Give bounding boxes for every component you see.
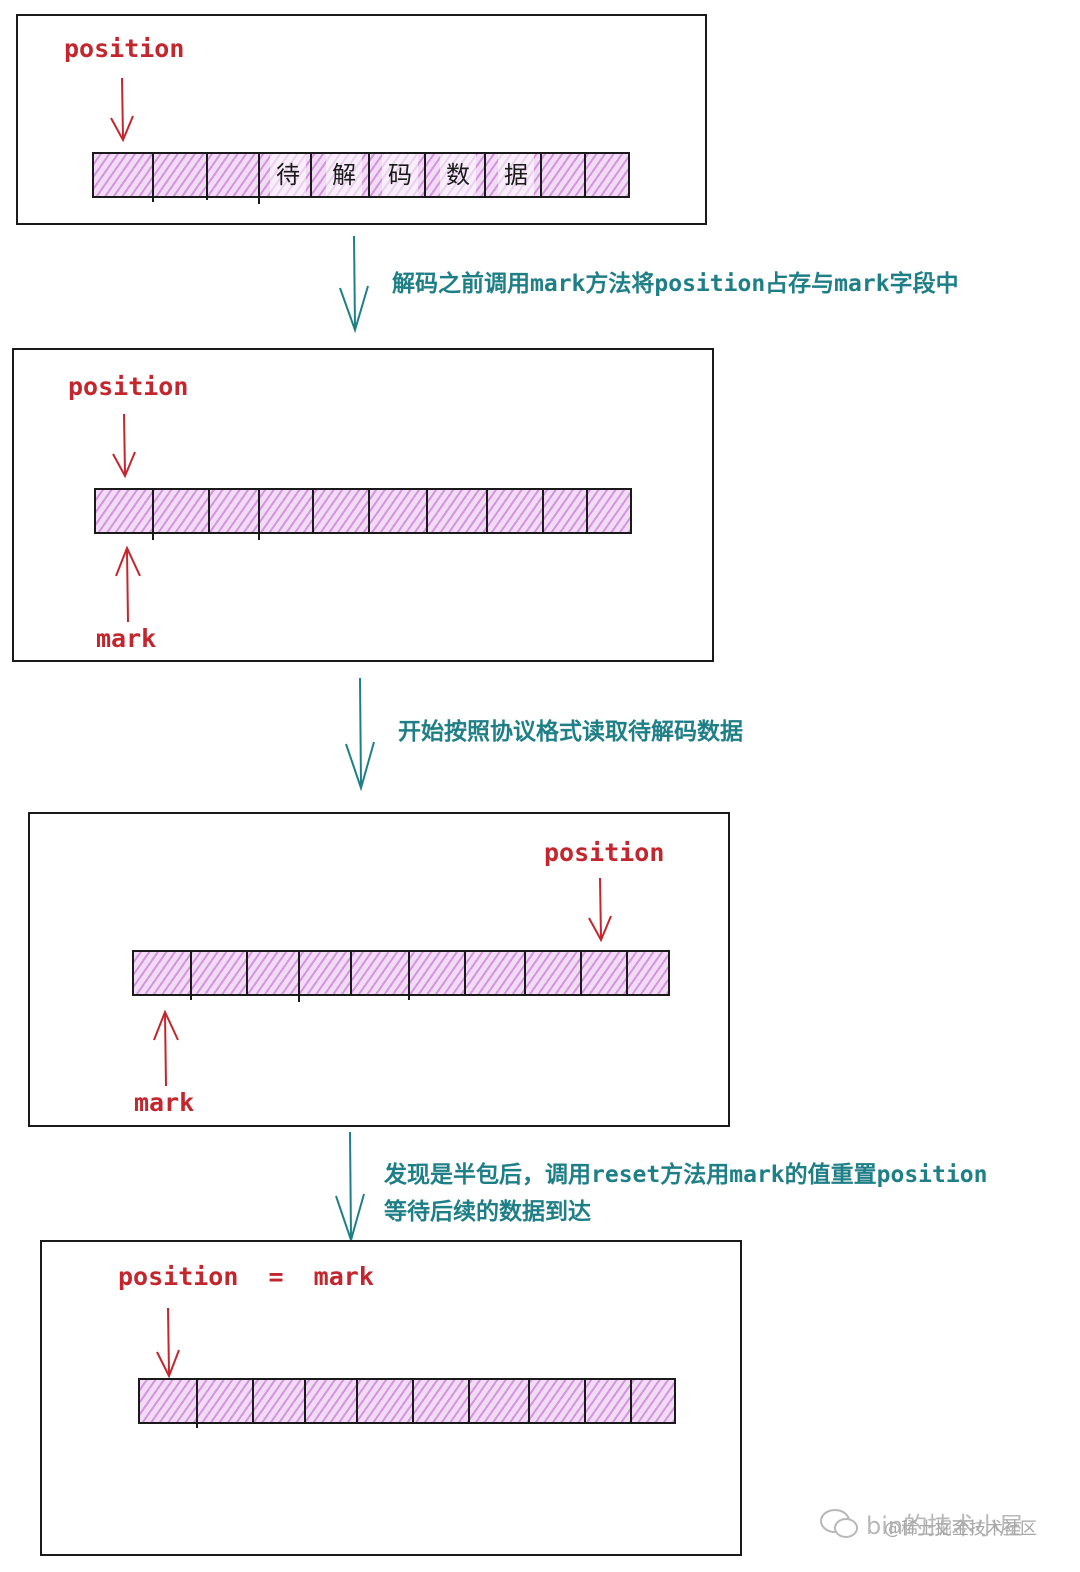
position-arrow-icon bbox=[156, 1307, 180, 1379]
position-label: position bbox=[68, 372, 189, 401]
mark-label: mark bbox=[134, 1088, 195, 1117]
step-1-text: 解码之前调用mark方法将position占存与mark字段中 bbox=[392, 271, 959, 297]
watermark: bin的技术小屋 bbox=[866, 1512, 1024, 1540]
position-arrow-icon bbox=[112, 413, 136, 479]
cell-text: 码 bbox=[382, 154, 418, 196]
step-arrow-icon bbox=[339, 235, 369, 334]
buffer-bar bbox=[132, 950, 670, 1002]
step-3-text-line2: 等待后续的数据到达 bbox=[384, 1199, 591, 1225]
step-2-text: 开始按照协议格式读取待解码数据 bbox=[398, 719, 743, 745]
position-arrow-icon bbox=[110, 77, 134, 143]
step-arrow-icon bbox=[335, 1131, 365, 1244]
position-equals-mark-label: position = mark bbox=[118, 1262, 374, 1291]
panel-initial: position 待 解 码 数 据 bbox=[16, 14, 707, 225]
cell-text: 解 bbox=[326, 154, 362, 196]
panel-mark-saved: position mark bbox=[12, 348, 714, 662]
buffer-bar: 待 解 码 数 据 bbox=[92, 152, 630, 204]
buffer-bar bbox=[138, 1378, 676, 1428]
panel-reading: position mark bbox=[28, 812, 730, 1127]
position-label: position bbox=[544, 838, 665, 867]
cell-text: 待 bbox=[270, 154, 306, 196]
cell-text: 数 bbox=[440, 154, 476, 196]
step-arrow-icon bbox=[345, 677, 375, 792]
position-label: position bbox=[64, 34, 185, 63]
mark-label: mark bbox=[96, 624, 157, 653]
cell-text: 据 bbox=[498, 154, 534, 196]
panel-reset: position = mark bbox=[40, 1240, 742, 1556]
position-arrow-icon bbox=[588, 877, 612, 943]
buffer-bar bbox=[94, 488, 632, 540]
mark-arrow-icon bbox=[153, 1009, 179, 1087]
mark-arrow-icon bbox=[115, 545, 141, 623]
watermark-overlay: @稀土掘金技术社区 bbox=[884, 1519, 1037, 1539]
step-3-text: 发现是半包后，调用reset方法用mark的值重置position bbox=[384, 1162, 988, 1188]
wechat-icon bbox=[820, 1509, 858, 1538]
